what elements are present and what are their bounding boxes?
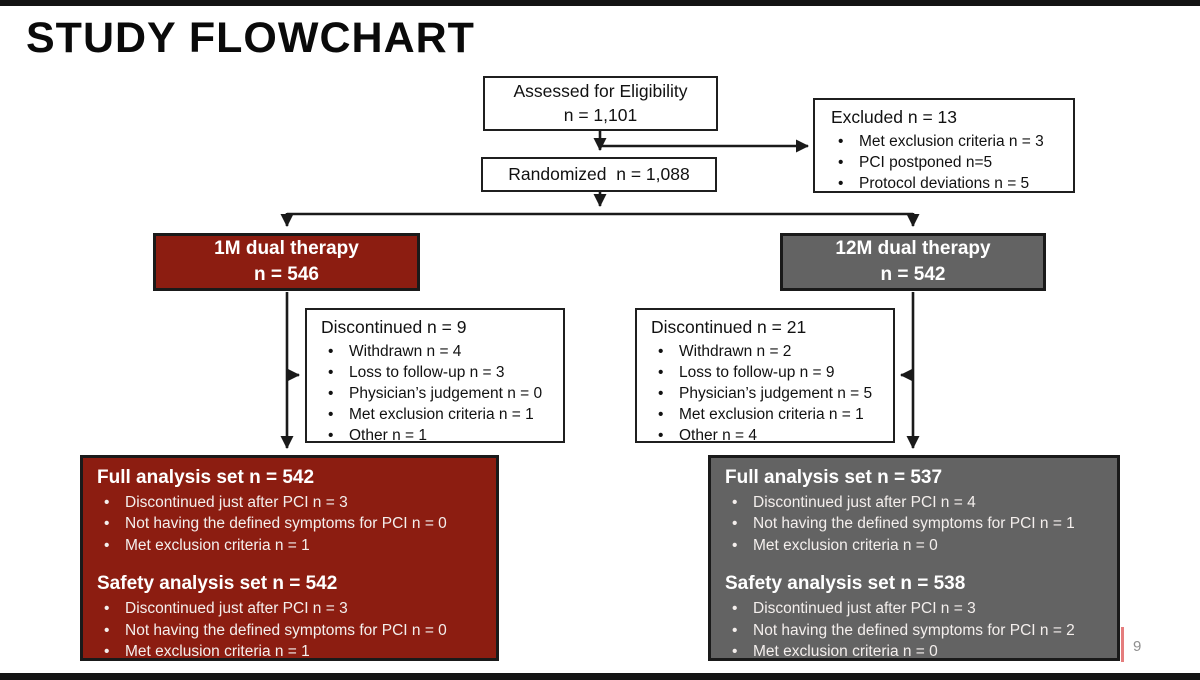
excluded-title: Excluded n = 13 [831, 107, 957, 127]
discontinued-left-title: Discontinued n = 9 [321, 317, 467, 337]
box-randomized: Randomized n = 1,088 [481, 157, 717, 192]
bullet-item: Not having the defined symptoms for PCI … [723, 513, 1107, 535]
bullet-item: Discontinued just after PCI n = 3 [95, 598, 486, 620]
excluded-list: Met exclusion criteria n = 3PCI postpone… [829, 131, 1065, 194]
arm-right-label: 12M dual therapy [835, 238, 991, 260]
bottom-border-bar [0, 673, 1200, 680]
discontinued-right-list: Withdrawn n = 2Loss to follow-up n = 9Ph… [649, 341, 887, 446]
bullet-item: Met exclusion criteria n = 1 [95, 535, 486, 557]
bullet-item: Met exclusion criteria n = 0 [723, 535, 1107, 557]
randomized-text: Randomized n = 1,088 [508, 163, 690, 184]
bullet-item: Loss to follow-up n = 3 [319, 362, 557, 383]
bullet-item: Not having the defined symptoms for PCI … [723, 620, 1107, 642]
bullet-item: Other n = 4 [649, 425, 887, 446]
arm-right-count: n = 542 [880, 264, 946, 285]
bullet-item: Discontinued just after PCI n = 3 [723, 598, 1107, 620]
bullet-item: Met exclusion criteria n = 1 [649, 404, 887, 425]
box-assessed-for-eligibility: Assessed for Eligibility n = 1,101 [483, 76, 718, 131]
bullet-item: Met exclusion criteria n = 1 [319, 404, 557, 425]
bullet-item: Met exclusion criteria n = 1 [95, 641, 486, 658]
discontinued-right-title: Discontinued n = 21 [651, 317, 807, 337]
bullet-item: Other n = 1 [319, 425, 557, 446]
box-analysis-right: Full analysis set n = 537 Discontinued j… [708, 455, 1120, 661]
full-analysis-left-list: Discontinued just after PCI n = 3Not hav… [95, 492, 486, 557]
discontinued-left-list: Withdrawn n = 4Loss to follow-up n = 3Ph… [319, 341, 557, 446]
top-border-bar [0, 0, 1200, 6]
bullet-item: Not having the defined symptoms for PCI … [95, 620, 486, 642]
page-title: STUDY FLOWCHART [26, 14, 475, 62]
arm-left-label: 1M dual therapy [214, 238, 359, 260]
safety-analysis-right-title: Safety analysis set n = 538 [725, 573, 966, 595]
bullet-item: Not having the defined symptoms for PCI … [95, 513, 486, 535]
full-analysis-right-title: Full analysis set n = 537 [725, 467, 943, 488]
box-discontinued-left: Discontinued n = 9 Withdrawn n = 4Loss t… [305, 308, 565, 446]
safety-analysis-left-list: Discontinued just after PCI n = 3Not hav… [95, 598, 486, 658]
bullet-item: Loss to follow-up n = 9 [649, 362, 887, 383]
box-arm-1m-dual-therapy: 1M dual therapy n = 546 [153, 233, 420, 291]
box-analysis-left: Full analysis set n = 542 Discontinued j… [80, 455, 499, 661]
box-excluded: Excluded n = 13 Met exclusion criteria n… [813, 98, 1075, 194]
bullet-item: Discontinued just after PCI n = 3 [95, 492, 486, 514]
bullet-item: Met exclusion criteria n = 0 [723, 641, 1107, 658]
assessed-line1: Assessed for Eligibility [513, 80, 688, 101]
bullet-item: Discontinued just after PCI n = 4 [723, 492, 1107, 514]
assessed-count: n = 1,101 [563, 104, 638, 125]
arm-left-count: n = 546 [254, 264, 319, 285]
bullet-item: Met exclusion criteria n = 3 [829, 131, 1065, 152]
safety-analysis-left-title: Safety analysis set n = 542 [97, 573, 338, 595]
page-number: 9 [1133, 638, 1142, 655]
bullet-item: Physician’s judgement n = 5 [649, 383, 887, 404]
box-discontinued-right: Discontinued n = 21 Withdrawn n = 2Loss … [635, 308, 895, 446]
bullet-item: Physician’s judgement n = 0 [319, 383, 557, 404]
bullet-item: Withdrawn n = 4 [319, 341, 557, 362]
box-arm-12m-dual-therapy: 12M dual therapy n = 542 [780, 233, 1046, 291]
safety-analysis-right-list: Discontinued just after PCI n = 3Not hav… [723, 598, 1107, 658]
bullet-item: PCI postponed n=5 [829, 152, 1065, 173]
red-marker-line [1121, 627, 1124, 662]
full-analysis-left-title: Full analysis set n = 542 [97, 467, 315, 488]
bullet-item: Protocol deviations n = 5 [829, 173, 1065, 194]
full-analysis-right-list: Discontinued just after PCI n = 4Not hav… [723, 492, 1107, 557]
bullet-item: Withdrawn n = 2 [649, 341, 887, 362]
